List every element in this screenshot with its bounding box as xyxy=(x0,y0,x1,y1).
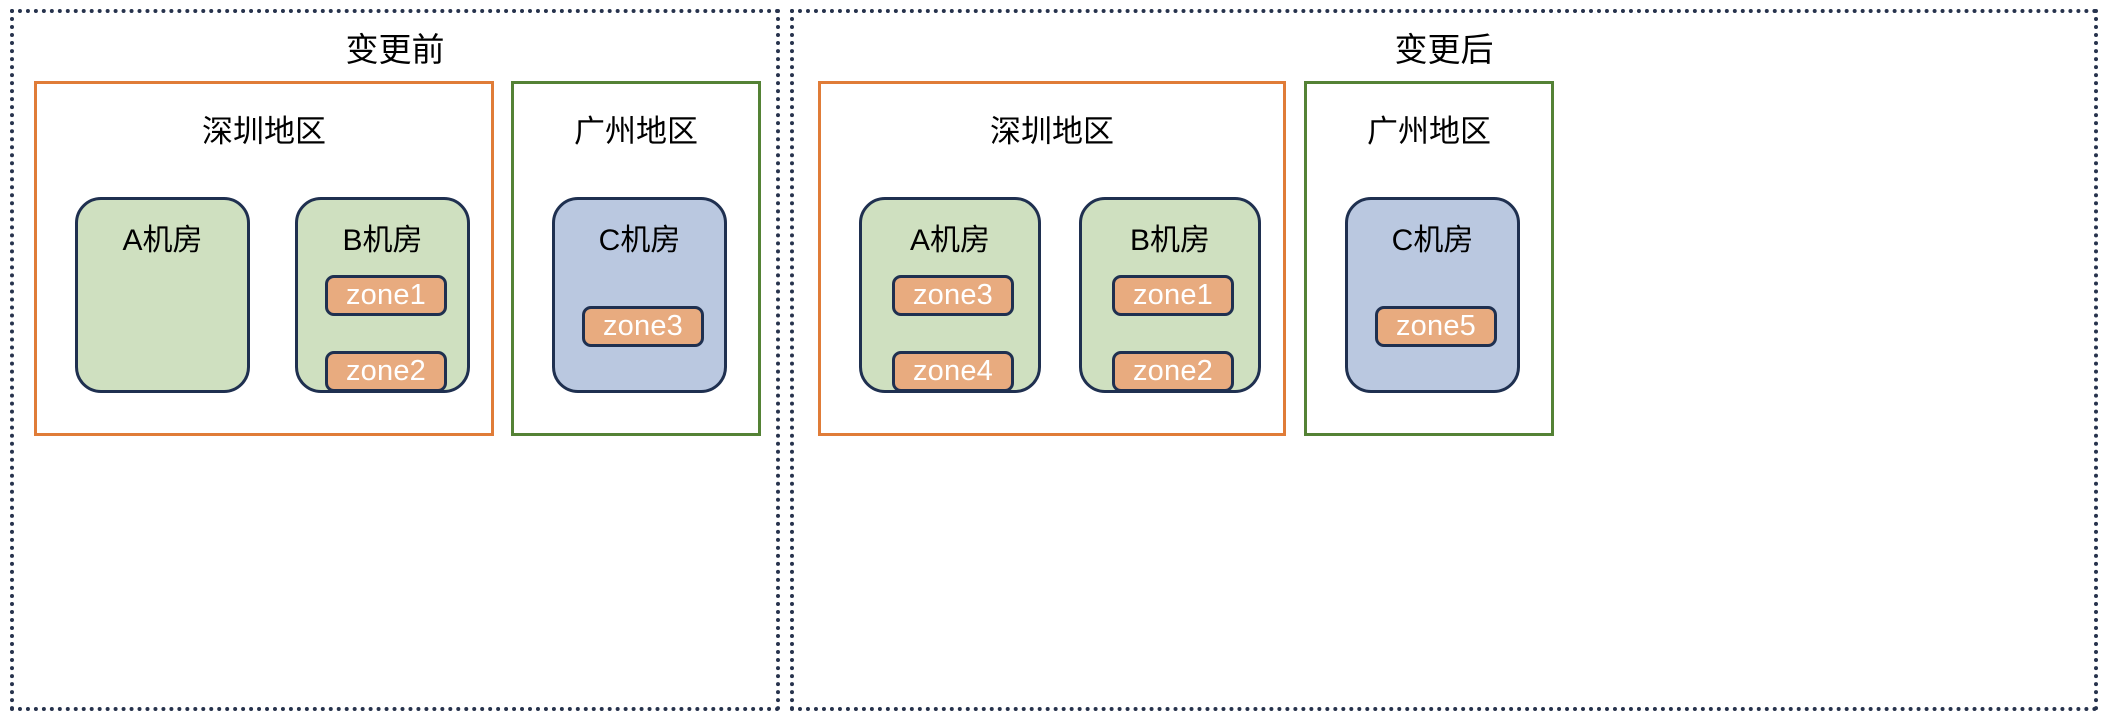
room-b-after-title: B机房 xyxy=(1129,224,1210,257)
region-shenzhen-before-title: 深圳地区 xyxy=(202,114,326,149)
zone-chip[interactable]: zone1 xyxy=(325,275,447,316)
region-guangzhou-after: 广州地区 C机房 zone5 xyxy=(1304,81,1554,436)
room-c-after-title: C机房 xyxy=(1391,224,1474,257)
room-c-before: C机房 zone3 xyxy=(552,197,727,393)
room-a-after: A机房 zone3 zone4 xyxy=(859,197,1041,393)
room-b-before: B机房 zone1 zone2 xyxy=(295,197,470,393)
room-b-after: B机房 zone1 zone2 xyxy=(1079,197,1261,393)
room-c-after: C机房 zone5 xyxy=(1345,197,1520,393)
zone-chip[interactable]: zone2 xyxy=(1112,351,1234,392)
panel-after-title: 变更后 xyxy=(1394,31,1494,68)
room-a-before: A机房 xyxy=(75,197,250,393)
room-b-before-title: B机房 xyxy=(342,224,423,257)
region-guangzhou-after-title: 广州地区 xyxy=(1367,114,1491,149)
region-guangzhou-before: 广州地区 C机房 zone3 xyxy=(511,81,761,436)
room-a-before-title: A机房 xyxy=(122,224,203,257)
zone-chip[interactable]: zone1 xyxy=(1112,275,1234,316)
panel-before-change: 变更前 深圳地区 A机房 B机房 zone1 zone2 广州地区 C机房 zo… xyxy=(10,9,780,711)
zone-chip[interactable]: zone2 xyxy=(325,351,447,392)
panel-after-change: 变更后 深圳地区 A机房 zone3 zone4 B机房 zone1 zone2… xyxy=(790,9,2098,711)
zone-chip[interactable]: zone4 xyxy=(892,351,1014,392)
room-c-before-title: C机房 xyxy=(598,224,681,257)
region-shenzhen-before: 深圳地区 A机房 B机房 zone1 zone2 xyxy=(34,81,494,436)
zone-chip[interactable]: zone3 xyxy=(582,306,704,347)
zone-chip[interactable]: zone5 xyxy=(1375,306,1497,347)
region-shenzhen-after: 深圳地区 A机房 zone3 zone4 B机房 zone1 zone2 xyxy=(818,81,1286,436)
zone-chip[interactable]: zone3 xyxy=(892,275,1014,316)
region-shenzhen-after-title: 深圳地区 xyxy=(990,114,1114,149)
room-a-after-title: A机房 xyxy=(909,224,990,257)
panel-before-title: 变更前 xyxy=(345,31,445,68)
region-guangzhou-before-title: 广州地区 xyxy=(574,114,698,149)
